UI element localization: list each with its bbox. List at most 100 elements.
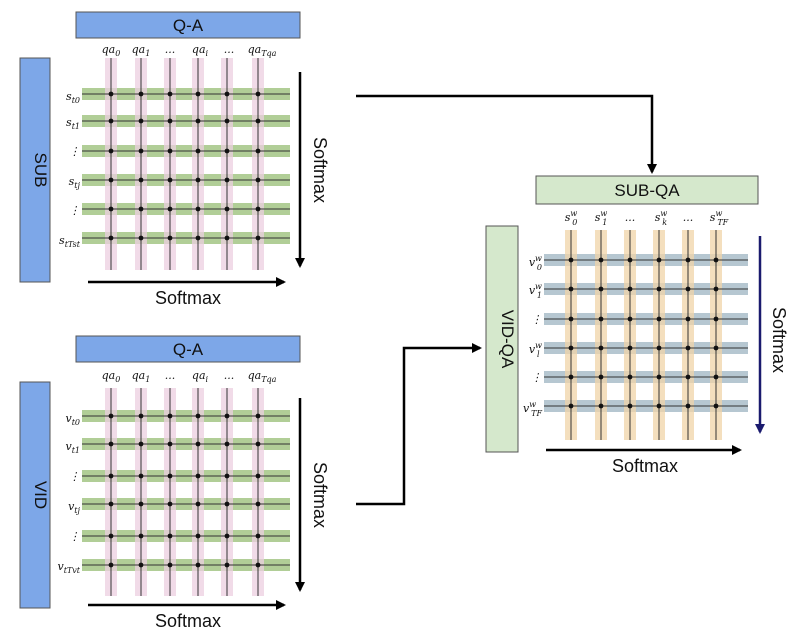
col-label-base: s	[655, 211, 661, 224]
row-label-sub: t1	[72, 446, 80, 455]
row-label-sub: tj	[74, 181, 80, 190]
top-node	[255, 235, 261, 241]
col-label: qa1	[132, 43, 151, 58]
right-node	[685, 316, 691, 322]
row-label: ⋮	[69, 470, 80, 483]
bottom-node	[224, 441, 230, 447]
right-node	[598, 257, 604, 263]
top-node	[255, 148, 261, 154]
bottom-node	[224, 473, 230, 479]
top-softmax-right-label: Softmax	[310, 137, 330, 203]
top-node	[138, 118, 144, 124]
row-label-sub: TF	[531, 409, 542, 418]
right-node	[598, 286, 604, 292]
top-qa-header-label: Q-A	[173, 16, 204, 35]
bottom-vid-side-label: VID	[31, 481, 50, 509]
bottom-node	[108, 441, 114, 447]
row-label-base: v	[65, 412, 72, 425]
bottom-node	[195, 533, 201, 539]
bottom-node	[255, 501, 261, 507]
top-node	[138, 206, 144, 212]
bottom-node	[167, 501, 173, 507]
right-node	[656, 257, 662, 263]
row-label-base: v	[65, 440, 72, 453]
right-node	[656, 403, 662, 409]
top-sub-side-label: SUB	[31, 153, 50, 188]
row-label-sup: w	[529, 400, 536, 409]
bottom-node	[108, 533, 114, 539]
bottom-node	[167, 413, 173, 419]
row-label-sub: tTst	[65, 240, 81, 249]
right-node	[627, 345, 633, 351]
top-node	[108, 91, 114, 97]
top-node	[167, 235, 173, 241]
right-node	[598, 316, 604, 322]
bottom-node	[138, 473, 144, 479]
col-label: qa0	[102, 369, 121, 384]
right-node	[713, 374, 719, 380]
row-label-base: v	[529, 256, 536, 269]
bottom-node	[255, 441, 261, 447]
col-label-sup: w	[600, 209, 607, 218]
top-node	[138, 235, 144, 241]
top-node	[224, 118, 230, 124]
bottom-node	[195, 441, 201, 447]
top-node	[255, 177, 261, 183]
row-label: vtTvt	[57, 560, 80, 575]
bottom-node	[138, 441, 144, 447]
col-label-base: ...	[165, 369, 176, 382]
right-node	[627, 316, 633, 322]
col-label-sub: Tqa	[261, 375, 276, 384]
vid-to-vidqa-arrow	[356, 343, 482, 506]
right-node	[713, 257, 719, 263]
top-node	[224, 91, 230, 97]
right-node	[656, 345, 662, 351]
row-label: ⋮	[531, 371, 542, 384]
right-node	[598, 345, 604, 351]
right-node	[713, 403, 719, 409]
row-label: stj	[69, 175, 81, 190]
right-node	[598, 374, 604, 380]
right-node	[598, 403, 604, 409]
row-label-base: ⋮	[69, 470, 80, 483]
row-label-base: v	[68, 500, 75, 513]
bottom-attention-grid	[82, 388, 290, 596]
bottom-node	[255, 413, 261, 419]
row-label-sub: tj	[74, 506, 80, 515]
top-node	[167, 148, 173, 154]
bottom-node	[195, 562, 201, 568]
right-node	[568, 403, 574, 409]
row-label-base: v	[57, 560, 64, 573]
right-node	[685, 286, 691, 292]
col-label-base: ...	[224, 43, 235, 56]
right-node	[568, 345, 574, 351]
top-node	[195, 148, 201, 154]
col-label: qa1	[132, 369, 151, 384]
bottom-node	[108, 562, 114, 568]
row-label-base: s	[66, 116, 72, 129]
top-node	[195, 118, 201, 124]
top-node	[255, 206, 261, 212]
bottom-node	[167, 473, 173, 479]
bottom-softmax-bottom-label: Softmax	[155, 611, 221, 631]
top-node	[138, 177, 144, 183]
top-node	[255, 91, 261, 97]
right-node	[713, 316, 719, 322]
bottom-node	[195, 501, 201, 507]
top-node	[167, 206, 173, 212]
col-label: ...	[683, 211, 694, 224]
col-label-sup: w	[570, 209, 577, 218]
right-node	[627, 403, 633, 409]
col-label-sup: w	[660, 209, 667, 218]
row-label-sub: t0	[72, 418, 80, 427]
col-label: qaTqa	[248, 43, 277, 58]
col-label-sub: 1	[145, 375, 150, 384]
